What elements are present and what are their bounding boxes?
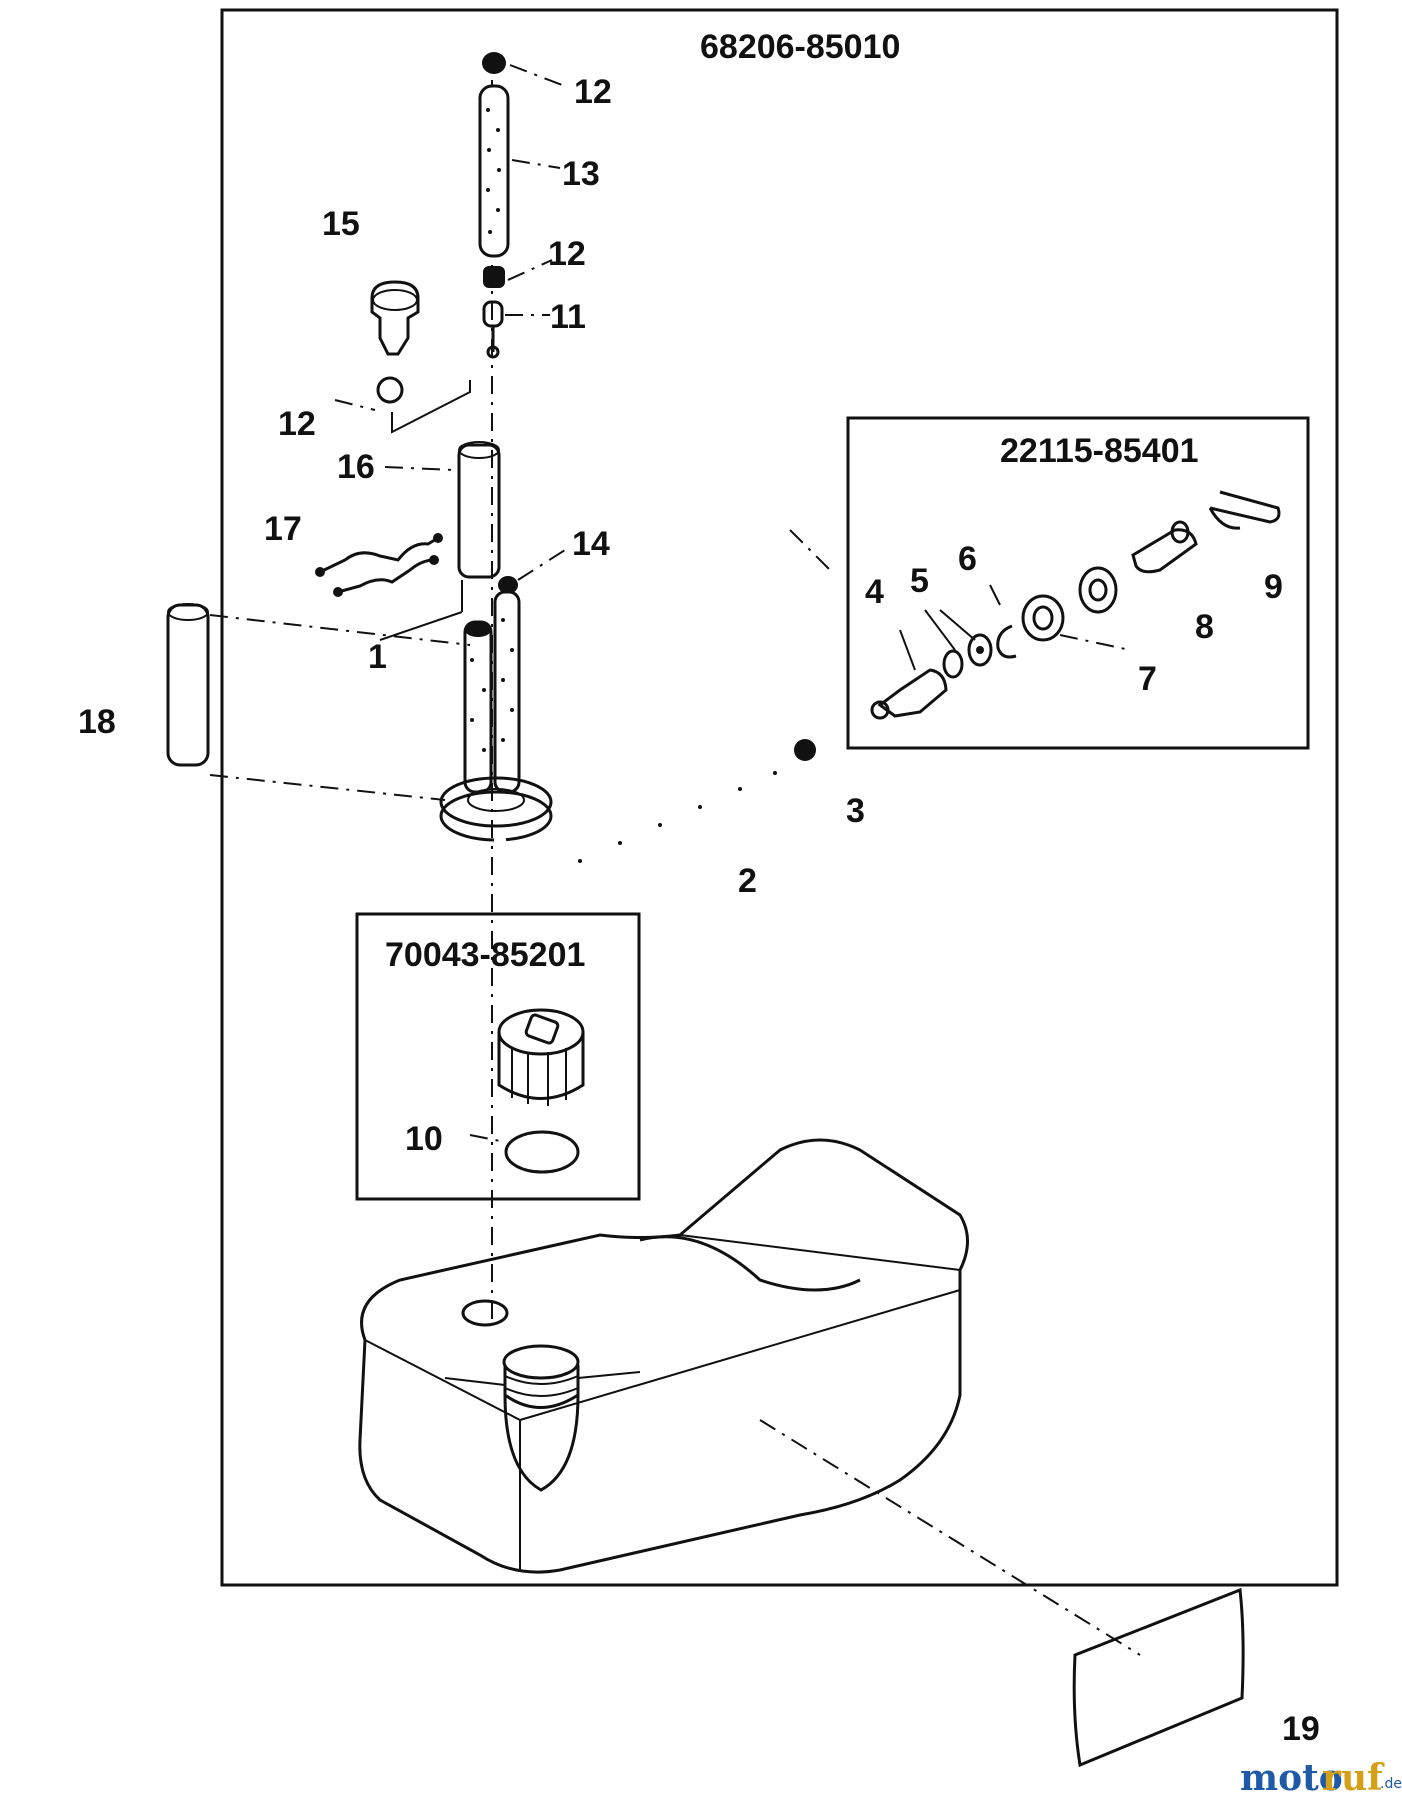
part-13-filter-tube <box>478 84 510 258</box>
callout-9: 9 <box>1264 568 1283 606</box>
motoruf-watermark: moto ruf .de <box>1240 1757 1402 1799</box>
part-11-ring <box>486 345 500 359</box>
leader-12-to-16 <box>391 380 471 434</box>
callout-12-mid: 12 <box>548 235 586 273</box>
cap-kit-part-number: 70043-85201 <box>385 936 585 974</box>
cap-kit-frame <box>355 912 641 1201</box>
callout-17: 17 <box>264 510 302 548</box>
valve-kit-part-number: 22115-85401 <box>1000 432 1199 470</box>
part-15-top <box>372 289 418 311</box>
part-18-sleeve <box>166 603 210 767</box>
part-12-top-cap <box>482 52 506 74</box>
part-15-plug <box>370 280 420 356</box>
leader-19 <box>759 1419 1141 1656</box>
callout-2: 2 <box>738 862 757 900</box>
callout-13: 13 <box>562 155 600 193</box>
pickup-tube-left-top <box>465 623 491 637</box>
watermark-moto: moto <box>1240 1757 1343 1799</box>
pickup-tube-left <box>463 620 493 794</box>
part-16-top <box>458 441 500 459</box>
main-part-number: 68206-85010 <box>700 28 900 66</box>
callout-5: 5 <box>910 562 929 600</box>
valve-kit-parts <box>870 490 1281 720</box>
part-17-wire-lower <box>337 558 435 594</box>
callout-10: 10 <box>405 1120 443 1158</box>
callout-12-top: 12 <box>574 73 612 111</box>
callout-1: 1 <box>368 638 387 676</box>
part-1-leader-b <box>379 611 463 641</box>
part-3-tip <box>794 739 816 761</box>
pickup-tube-right <box>493 590 521 794</box>
pickup-tube-texture <box>470 618 514 752</box>
callout-12-left: 12 <box>278 405 316 443</box>
callout-15: 15 <box>322 205 360 243</box>
leader-18-bottom <box>209 774 446 801</box>
fuel-tank <box>358 1138 969 1574</box>
callout-4: 4 <box>865 573 884 611</box>
callout-8: 8 <box>1195 608 1214 646</box>
callout-7: 7 <box>1138 660 1157 698</box>
main-assembly-frame <box>220 8 1339 1587</box>
watermark-suffix: .de <box>1380 1776 1402 1792</box>
part-13-texture <box>486 108 501 234</box>
part-12-small-ring <box>376 376 404 404</box>
valve-kit-frame <box>846 416 1310 750</box>
part-19-label <box>1072 1587 1245 1768</box>
callout-11: 11 <box>550 298 586 336</box>
grommet <box>439 776 553 828</box>
part-14-cap <box>498 576 518 594</box>
fuel-cap <box>497 1008 585 1106</box>
part-16-sleeve <box>457 443 501 579</box>
part-17-wire-clip <box>319 536 439 574</box>
callout-19: 19 <box>1282 1710 1320 1748</box>
callout-3: 3 <box>846 792 865 830</box>
callout-leaders <box>334 64 831 581</box>
callout-6: 6 <box>958 540 977 578</box>
callout-16: 16 <box>337 448 375 486</box>
part-10-gasket <box>504 1130 580 1174</box>
watermark-ruf: ruf <box>1322 1757 1385 1799</box>
part-12-mid-cap <box>483 266 505 288</box>
part-2-hose-texture <box>578 771 777 863</box>
callout-18: 18 <box>78 703 116 741</box>
leader-10 <box>469 1134 506 1143</box>
leader-18-top <box>209 614 471 646</box>
callout-14: 14 <box>572 525 610 563</box>
